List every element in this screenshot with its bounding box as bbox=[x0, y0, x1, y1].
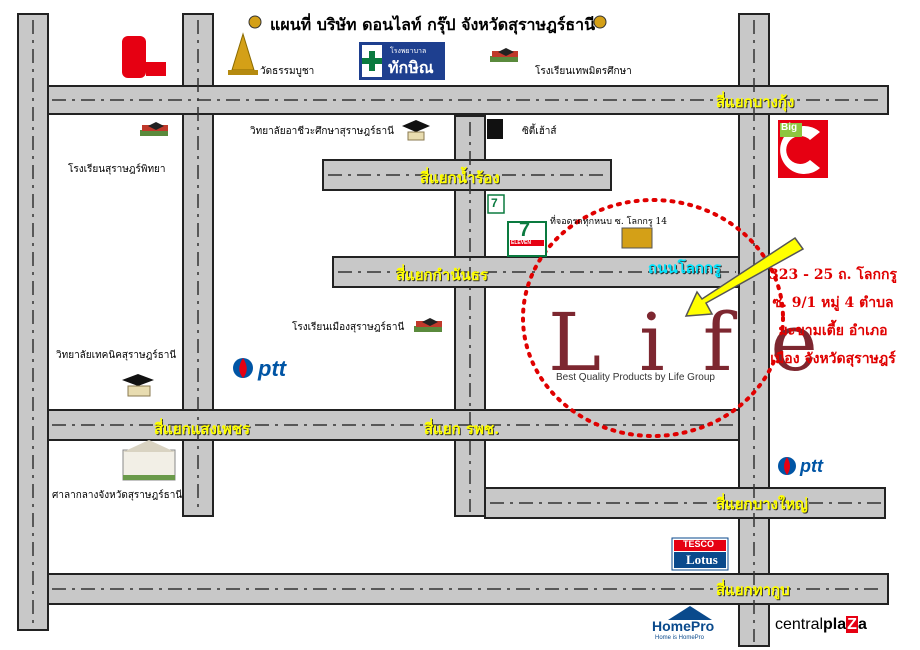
lotus-text: Lotus bbox=[686, 552, 718, 567]
ptt-logo-right bbox=[778, 457, 796, 475]
homepro-logo bbox=[668, 606, 712, 620]
road-center-dashes bbox=[32, 20, 884, 642]
seven-eleven-small bbox=[487, 194, 505, 214]
label-school-muang: โรงเรียนเมืองสุราษฎร์ธานี bbox=[292, 322, 405, 333]
school-books-icon-2 bbox=[490, 48, 518, 62]
address-line-4: เมือง จังหวัดสุราษฎร์ bbox=[770, 351, 896, 367]
label-tech-college: วิทยาลัยเทคนิคสุราษฎร์ธานี bbox=[56, 350, 177, 361]
homepro-text: HomePro bbox=[652, 618, 715, 634]
address-line-3: มะขามเตี้ย อำเภอ bbox=[778, 323, 888, 339]
road-label-bang-kung: สี่แยกบางกุ้ง bbox=[716, 93, 795, 111]
central-text: central bbox=[775, 616, 824, 633]
address-line-1: 323 - 25 ถ. โลกกรู bbox=[769, 267, 897, 283]
homepro-sub-text: Home is HomePro bbox=[655, 635, 705, 641]
road-label-saeng-phet: สี่แยกแสงเพชร bbox=[154, 420, 251, 438]
life-logo: Life bbox=[548, 296, 856, 389]
label-college: วิทยาลัยอาชีวะศึกษาสุราษฎร์ธานี bbox=[250, 126, 394, 137]
label-lok-kru-14: ที่จอดรถทุกหนบ ซ. โลกกรู 14 bbox=[550, 217, 668, 227]
graduation-cap-icon bbox=[402, 120, 430, 141]
school-books-icon-3 bbox=[414, 318, 442, 332]
label-hospital: โรงพยาบาล bbox=[390, 47, 427, 55]
ptt-text-right: ptt bbox=[800, 456, 823, 476]
label-hospital-brand: ทักษิณ bbox=[388, 58, 434, 77]
road-label-ror-phor-sor: สี่แยก รพช. bbox=[424, 420, 500, 438]
label-city-hall: ศาลากลางจังหวัดสุราษฎร์ธานี bbox=[52, 490, 183, 501]
plaza-text-1: pla bbox=[823, 616, 847, 633]
seven-sub-text: ELEVEN bbox=[511, 240, 532, 246]
road-label-kamnan-thon: สี่แยกกำนันธร bbox=[396, 266, 488, 284]
road-label-tha-kup: สี่แยกทากูบ bbox=[716, 581, 790, 599]
bigc-logo bbox=[778, 120, 828, 178]
temple-icon bbox=[228, 32, 258, 75]
title-emblem-left bbox=[248, 15, 262, 29]
label-cityhouse: ซิตี้เฮ้าส์ bbox=[522, 126, 557, 137]
horizontal-roads bbox=[47, 85, 889, 605]
label-school-thepmitr: โรงเรียนเทพมิตรศึกษา bbox=[535, 66, 632, 77]
label-wat: วัดธรรมบูชา bbox=[260, 66, 315, 77]
seven-small-text: 7 bbox=[491, 196, 498, 210]
post-box-icon bbox=[122, 36, 166, 78]
road-label-nam-rong: สี่แยกน้ำร้อง bbox=[420, 169, 500, 187]
seven-text: 7 bbox=[519, 219, 531, 241]
life-tagline: Best Quality Products by Life Group bbox=[556, 372, 715, 383]
plaza-z-text: Z bbox=[846, 616, 858, 633]
tesco-lotus-logo bbox=[671, 537, 729, 571]
road-label-lok-kru: ถนนโลกกรู bbox=[648, 259, 722, 277]
cityhouse-logo bbox=[487, 119, 503, 139]
location-circle bbox=[521, 198, 785, 438]
map-title: แผนที่ บริษัท ดอนไลท์ กรุ๊ป จังหวัดสุราษ… bbox=[270, 15, 596, 34]
label-school-suratpittaya: โรงเรียนสุราษฎร์พิทยา bbox=[68, 164, 166, 175]
school-books-icon-1 bbox=[140, 122, 168, 136]
road-label-bang-yai: สี่แยกบางใหญ่ bbox=[716, 495, 808, 513]
bigc-text: Big bbox=[781, 122, 798, 133]
address-line-2: ซ. 9/1 หมู่ 4 ตำบล bbox=[772, 295, 894, 311]
central-plaza-logo: centralplaZa bbox=[775, 616, 867, 634]
title-emblem-right bbox=[593, 15, 607, 29]
ptt-text-left: ptt bbox=[258, 356, 287, 381]
hospital-logo bbox=[359, 42, 445, 80]
seven-eleven-logo bbox=[507, 221, 547, 257]
graduation-cap-icon-tech bbox=[122, 374, 154, 397]
ptt-logo-left bbox=[233, 358, 253, 378]
plaza-a-text: a bbox=[857, 616, 867, 633]
tesco-text: TESCO bbox=[683, 539, 715, 549]
life-logo-text: Life bbox=[548, 296, 856, 389]
city-hall-icon bbox=[122, 440, 176, 481]
truck-icon bbox=[621, 227, 653, 249]
location-arrow bbox=[684, 236, 805, 317]
